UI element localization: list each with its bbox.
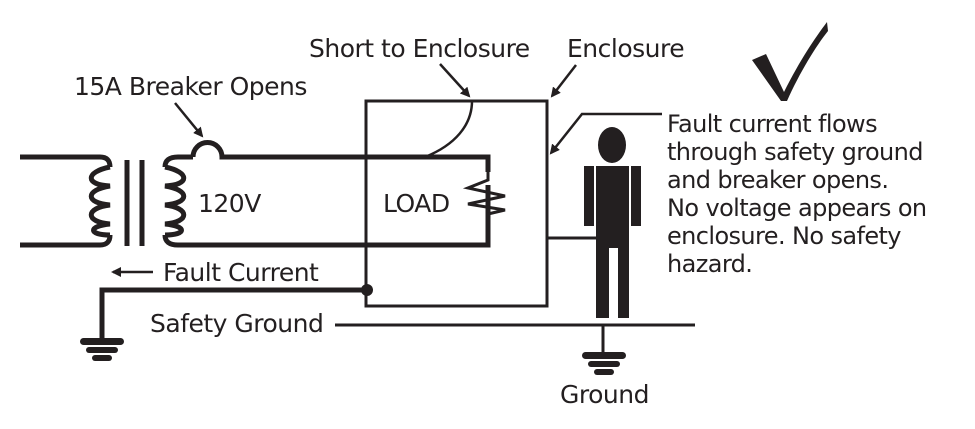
note-line: and breaker opens. [667,166,889,194]
transformer-primary [20,154,113,248]
enclosure-box [364,99,549,308]
enclosure-arrow [550,64,577,98]
explanation-note: Fault current flows through safety groun… [667,110,927,278]
note-line: hazard. [667,250,753,278]
transformer-core [124,160,145,246]
note-line: through safety ground [667,138,924,166]
checkmark-icon [752,22,828,101]
note-line: Fault current flows [667,110,878,138]
load-label: LOAD [383,189,450,218]
short-wire [424,100,474,159]
note-line: No voltage appears on [667,194,927,222]
safety-ground-label: Safety Ground [150,309,324,338]
load-resistor [462,172,506,245]
enclosure-label: Enclosure [567,34,685,63]
fault-current-label: Fault Current [163,258,319,287]
junction-dot [361,284,373,296]
person-icon [584,127,641,318]
voltage-label: 120V [198,189,261,218]
note-line: enclosure. No safety [667,222,902,250]
ground-label: Ground [560,380,649,409]
transformer-secondary [162,140,491,248]
note-leader-arrow [549,112,662,155]
breaker-label: 15A Breaker Opens [74,72,307,101]
short-label: Short to Enclosure [309,34,530,63]
fault-path-wire [99,287,367,338]
short-arrow [439,63,471,98]
ground-symbol-icon [80,338,124,361]
ground-symbol-icon [582,352,626,375]
breaker-arrow [174,102,204,138]
